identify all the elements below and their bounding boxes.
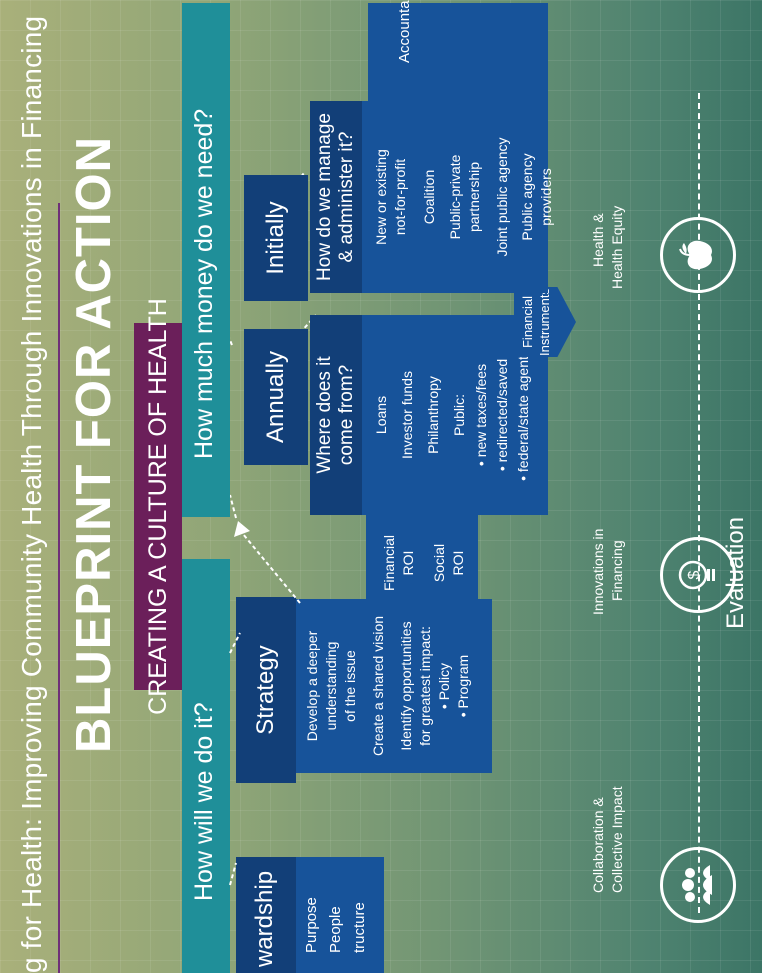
financial-roi-line2: ROI (400, 550, 416, 576)
where-item-redirected: • redirected/saved (494, 358, 510, 472)
where-item-public: Public: (451, 393, 467, 437)
health-line2: Health Equity (609, 205, 625, 289)
accountability-label: Accountability (396, 0, 413, 63)
manage-item: Public-private (447, 154, 463, 240)
initially-card: Initially (244, 175, 308, 301)
collab-line1: Collaboration & (590, 797, 606, 893)
timeline-line (698, 93, 700, 913)
where-item-philanthropy: Philanthropy (425, 376, 441, 454)
accountability-tab (368, 3, 548, 103)
social-roi-line1: Social (431, 543, 447, 583)
where-from-line2: come from? (336, 364, 357, 466)
where-item-loans: Loans (373, 395, 389, 435)
innovations-line1: Innovations in (590, 528, 606, 615)
financial-instruments-line1: Financial (520, 295, 535, 349)
annually-card: Annually (244, 329, 308, 465)
manage-item: providers (538, 168, 554, 226)
manage-item: partnership (466, 161, 482, 233)
where-item-taxes: • new taxes/fees (473, 363, 489, 467)
where-item-investor: Investor funds (399, 371, 415, 459)
manage-item: Coalition (421, 169, 437, 225)
financial-instruments-line2: Instruments (537, 288, 552, 356)
financial-roi-line1: Financial (381, 534, 397, 592)
evaluation-label: Evaluation (722, 516, 749, 629)
manage-line1: How do we manage (314, 113, 335, 281)
manage-item: not-for-profit (392, 158, 408, 236)
health-line1: Health & (590, 213, 606, 267)
how-much-money-label: How much money do we need? (190, 108, 218, 459)
lightbulb-dollar-icon: $ (660, 537, 736, 613)
manage-line2: & administer it? (336, 131, 357, 263)
people-group-icon (660, 847, 736, 923)
manage-item: Joint public agency (494, 137, 510, 257)
where-from-line1: Where does it (314, 356, 335, 474)
manage-item: New or existing (373, 149, 389, 245)
collab-line2: Collective Impact (609, 786, 625, 893)
apple-icon (660, 217, 736, 293)
manage-item: Public agency (519, 153, 535, 241)
svg-text:$: $ (686, 570, 703, 579)
innovations-line2: Financing (609, 540, 625, 601)
social-roi-line2: ROI (450, 550, 466, 576)
